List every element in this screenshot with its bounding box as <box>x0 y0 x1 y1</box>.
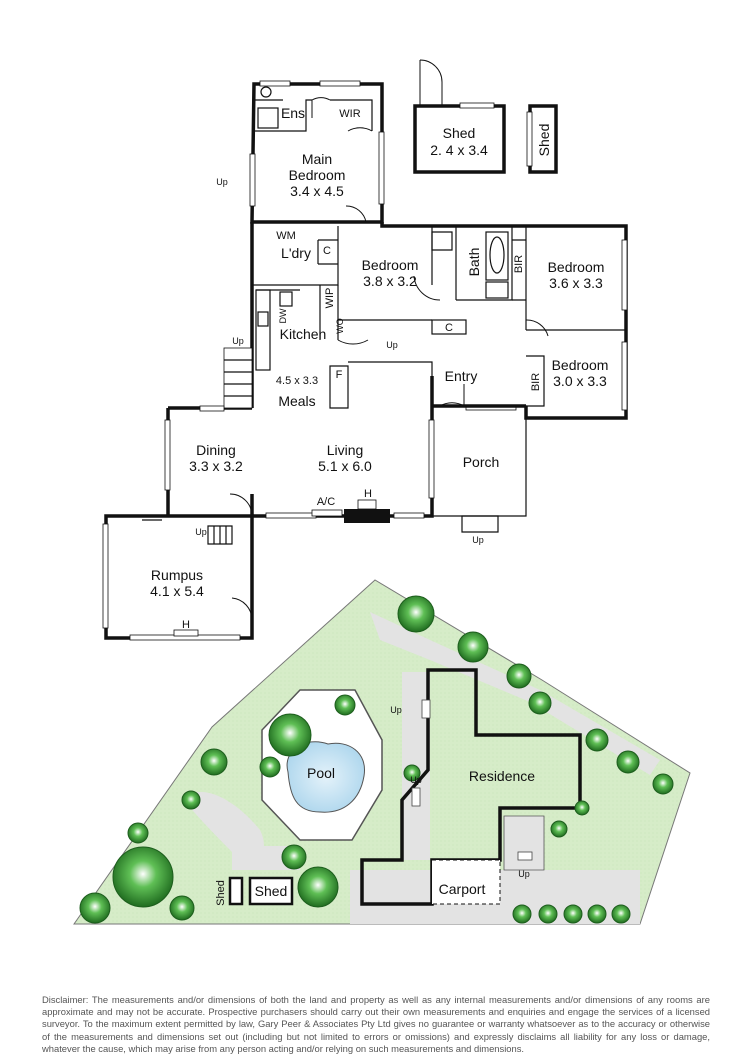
dishwasher-label: DW <box>278 308 288 323</box>
main-bedroom-size: 3.4 x 4.5 <box>290 183 344 199</box>
tree <box>506 663 532 689</box>
tree <box>538 904 558 924</box>
walk-in-pantry-label: WIP <box>324 288 336 309</box>
site-trees <box>79 595 674 924</box>
tree <box>403 764 421 782</box>
site-up-label-2: Up <box>410 775 422 785</box>
tree <box>112 846 174 908</box>
tree <box>528 691 552 715</box>
laundry-label: L'dry <box>281 245 311 261</box>
bedroom-4-bir-label: BIR <box>530 373 542 391</box>
tree <box>574 800 590 816</box>
kitchen-size: 4.5 x 3.3 <box>276 375 318 387</box>
rumpus-heater-label: H <box>182 619 190 631</box>
porch-label: Porch <box>463 454 500 470</box>
tree <box>563 904 583 924</box>
up-label-rumpus: Up <box>195 527 207 537</box>
bedroom-2-size: 3.8 x 3.2 <box>363 273 417 289</box>
fridge-label: F <box>336 369 343 381</box>
rumpus-label: Rumpus <box>151 567 203 583</box>
shed-large-label: Shed <box>443 125 476 141</box>
bath-label: Bath <box>466 248 482 277</box>
house-floor-plan <box>102 59 628 641</box>
tree <box>587 904 607 924</box>
living-label: Living <box>327 442 364 458</box>
tree <box>652 773 674 795</box>
tree <box>512 904 532 924</box>
dining-size: 3.3 x 3.2 <box>189 458 243 474</box>
tree <box>268 713 312 757</box>
tree <box>397 595 435 633</box>
up-label-hall: Up <box>386 340 398 350</box>
tree <box>585 728 609 752</box>
site-up-label-1: Up <box>390 705 402 715</box>
entry-label: Entry <box>445 368 478 384</box>
site-up-label-3: Up <box>518 869 530 879</box>
meals-label: Meals <box>278 393 315 409</box>
main-bedroom-label-2: Bedroom <box>289 167 346 183</box>
bedroom-4-label: Bedroom <box>552 357 609 373</box>
tree <box>127 822 149 844</box>
air-conditioner-label: A/C <box>317 496 335 508</box>
disclaimer-text: Disclaimer: The measurements and/or dime… <box>42 994 710 1054</box>
pool-label: Pool <box>307 765 335 781</box>
up-label-kitchen: Up <box>232 336 244 346</box>
tree <box>259 756 281 778</box>
bedroom-2-label: Bedroom <box>362 257 419 273</box>
tree <box>200 748 228 776</box>
tree <box>181 790 201 810</box>
tree <box>457 631 489 663</box>
shed-large-size: 2. 4 x 3.4 <box>430 142 488 158</box>
residence-label: Residence <box>469 768 535 784</box>
shed-label: Shed <box>255 883 288 899</box>
up-label-main-bedroom: Up <box>216 177 228 187</box>
wir-label: WIR <box>339 108 360 120</box>
bedroom-3-bir-label: BIR <box>513 255 525 273</box>
tree <box>611 904 631 924</box>
ensuite-label: Ens <box>281 105 305 121</box>
shed-small-label: Shed <box>536 124 552 157</box>
dining-label: Dining <box>196 442 236 458</box>
rumpus-size: 4.1 x 5.4 <box>150 583 204 599</box>
carport-label: Carport <box>439 881 486 897</box>
tree <box>281 844 307 870</box>
tree <box>297 866 339 908</box>
kitchen-label: Kitchen <box>280 326 327 342</box>
bedroom-3-size: 3.6 x 3.3 <box>549 275 603 291</box>
bedroom-4-size: 3.0 x 3.3 <box>553 373 607 389</box>
main-bedroom-label: Main <box>302 151 332 167</box>
living-size: 5.1 x 6.0 <box>318 458 372 474</box>
shed-rotated-label: Shed <box>215 880 227 906</box>
washing-machine-label: WM <box>276 230 296 242</box>
up-label-porch: Up <box>472 535 484 545</box>
laundry-cupboard-label: C <box>323 245 331 257</box>
tree <box>79 892 111 924</box>
floor-plan-drawing: Ens WIR Main Bedroom 3.4 x 4.5 Shed 2. 4… <box>73 59 691 925</box>
heater-label: H <box>364 488 372 500</box>
tree <box>550 820 568 838</box>
kitchen-cupboard-label: C <box>445 322 453 334</box>
wall-oven-label: WO <box>335 318 345 334</box>
bedroom-3-label: Bedroom <box>548 259 605 275</box>
tree <box>169 895 195 921</box>
tree <box>616 750 640 774</box>
tree <box>334 694 356 716</box>
